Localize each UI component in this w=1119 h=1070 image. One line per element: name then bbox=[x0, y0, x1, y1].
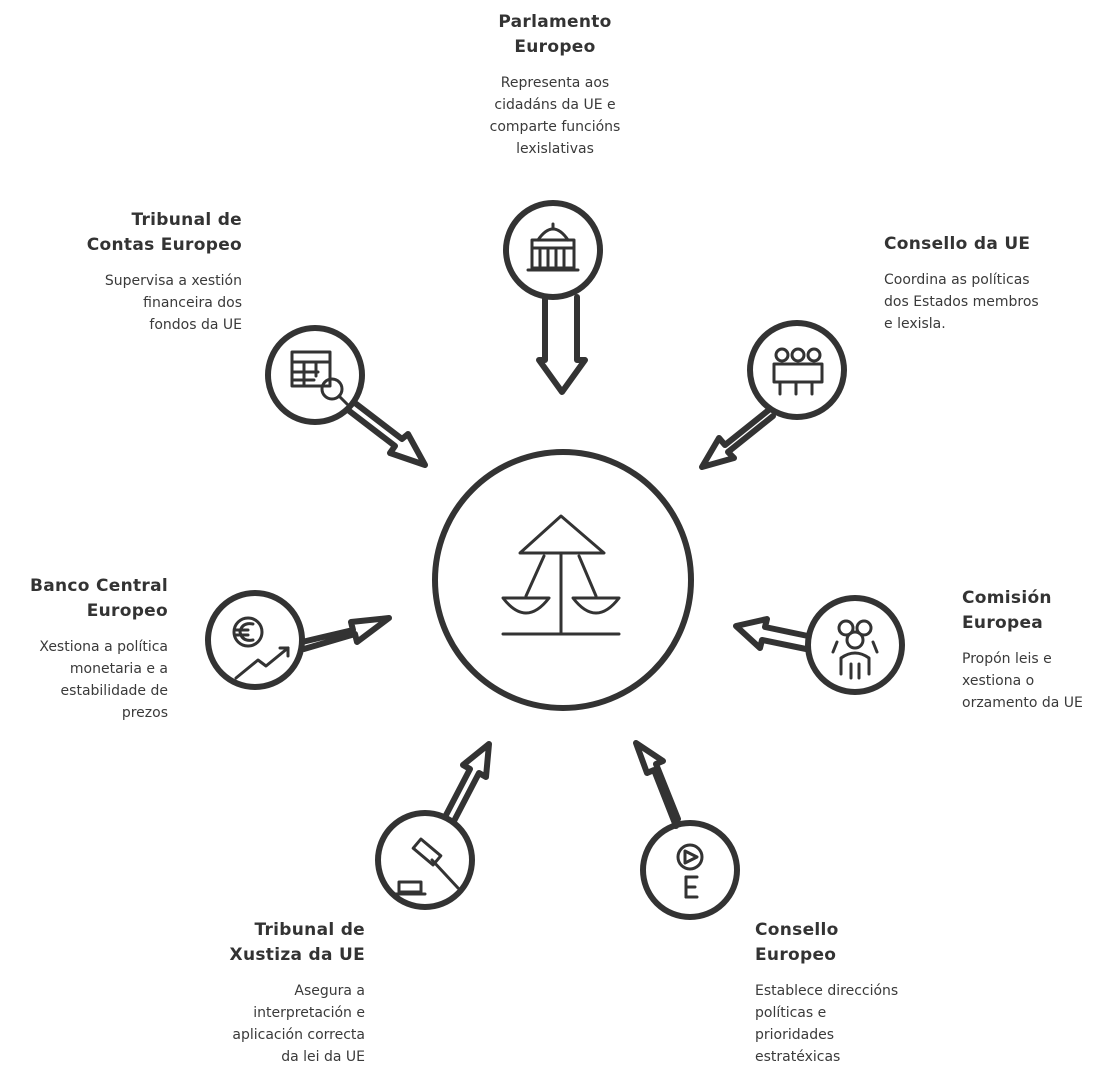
direction-compass-icon bbox=[676, 843, 704, 899]
node-title: Consello da UE bbox=[884, 234, 1031, 254]
euro-growth-icon bbox=[232, 616, 290, 680]
parliament-building-icon bbox=[526, 222, 580, 272]
balance-scale-icon bbox=[501, 514, 621, 636]
audit-table-icon bbox=[290, 350, 352, 409]
node-consello-ue bbox=[699, 320, 847, 470]
gavel-icon bbox=[393, 837, 460, 896]
node-consello-europeo bbox=[633, 740, 740, 920]
node-banco-central bbox=[205, 590, 392, 690]
commission-people-icon bbox=[831, 619, 879, 680]
council-meeting-icon bbox=[772, 347, 824, 396]
node-comision bbox=[733, 595, 905, 695]
node-parlamento bbox=[503, 200, 603, 395]
center-circle bbox=[432, 449, 694, 711]
node-tribunal-xustiza bbox=[375, 741, 492, 910]
node-tribunal-contas bbox=[265, 325, 428, 468]
